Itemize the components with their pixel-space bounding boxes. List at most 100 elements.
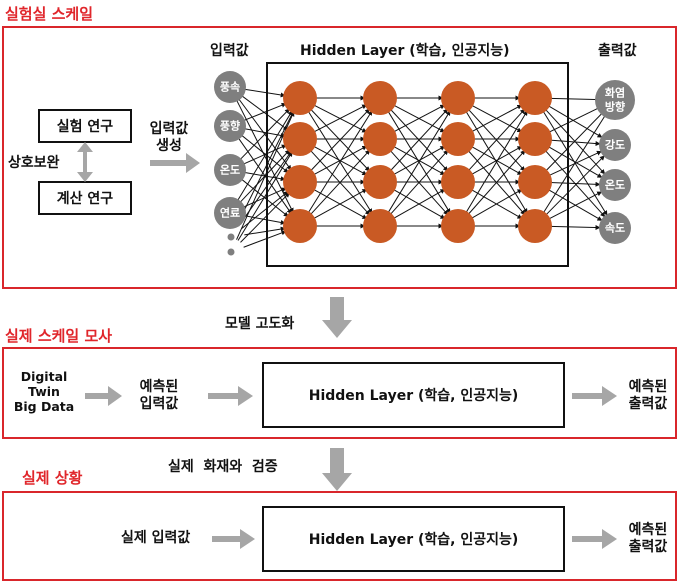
hidden-neuron (518, 209, 552, 243)
input-node (214, 197, 246, 229)
generate-input-arrow (150, 153, 200, 173)
input-node (214, 71, 246, 103)
predicted-input-label: 예측된 입력값 (124, 379, 194, 413)
predicted-to-hidden-arrow (208, 386, 253, 406)
edge-hidden-output (549, 97, 601, 103)
edge-input-hidden (243, 127, 286, 138)
output-node-label: 온도 (605, 179, 625, 192)
edge-hidden-hidden (387, 110, 451, 214)
hidden-neuron (283, 209, 317, 243)
edge-input-hidden (238, 150, 292, 227)
edge-hidden-output (549, 139, 601, 147)
source-to-predicted-arrow (85, 386, 122, 406)
generate-input-label: 입력값 생성 (140, 121, 198, 155)
edge-hidden-output (542, 112, 608, 214)
predicted-input-line1: 예측된 (139, 379, 179, 395)
source-line2: Twin (28, 384, 60, 399)
input-node (214, 110, 246, 142)
input-node-label: 풍속 (220, 81, 240, 94)
hidden-neuron (441, 209, 475, 243)
complement-label: 상호보완 (8, 155, 60, 171)
hidden-neuron (518, 122, 552, 156)
section-title-lab: 실험실 스케일 (5, 5, 94, 23)
transition-arrow-1 (322, 297, 352, 338)
hidden-to-output-arrow-3 (572, 529, 617, 549)
predicted-output-3-line1: 예측된 (628, 522, 668, 538)
predicted-output-3-line2: 출력값 (628, 539, 668, 555)
output-header: 출력값 (598, 43, 637, 59)
real-input-label: 실제 입력값 (121, 530, 191, 546)
section-frame-lab (2, 26, 677, 289)
output-node-label: 강도 (605, 138, 625, 152)
hidden-neuron (363, 81, 397, 115)
input-node-label: 연료 (220, 206, 240, 220)
edge-input-hidden (242, 144, 287, 165)
input-node-label: 풍향 (220, 119, 240, 133)
input-to-hidden-arrow-3 (212, 529, 255, 549)
edge-hidden-hidden (309, 149, 371, 216)
transition-arrow-2 (322, 448, 352, 491)
input-header: 입력값 (210, 43, 249, 59)
edge-input-hidden (236, 110, 293, 202)
section-frame-real (2, 491, 677, 581)
edge-hidden-hidden (307, 110, 373, 214)
edge-input-hidden (243, 171, 286, 182)
experiment-research-box: 실험 연구 (38, 109, 132, 143)
edge-hidden-output (545, 110, 605, 172)
edge-input-hidden (236, 110, 294, 226)
edge-hidden-output (547, 146, 603, 178)
edge-input-hidden (240, 192, 290, 243)
predicted-output-label-3: 예측된 출력값 (620, 522, 676, 556)
edge-input-hidden (237, 136, 292, 215)
hidden-neuron (363, 209, 397, 243)
input-node-label: 온도 (220, 164, 240, 177)
hidden-layer-header: Hidden Layer (학습, 인공지능) (300, 43, 510, 59)
hidden-neuron (441, 122, 475, 156)
edge-hidden-output (547, 105, 603, 138)
edge-hidden-hidden (470, 189, 523, 219)
predicted-output-2-line2: 출력값 (628, 396, 668, 412)
output-node (599, 212, 631, 244)
output-node-label: 화염 (605, 86, 625, 100)
hidden-neuron (363, 122, 397, 156)
edge-hidden-hidden (465, 110, 528, 214)
input-ellipsis-dot (227, 248, 235, 256)
hidden-neuron (441, 165, 475, 199)
edge-input-hidden (239, 108, 290, 161)
hidden-neuron (283, 122, 317, 156)
output-node (595, 80, 635, 120)
hidden-layer-box-3: Hidden Layer (학습, 인공지능) (262, 506, 565, 572)
edge-hidden-output (548, 191, 603, 220)
hidden-neuron (441, 81, 475, 115)
predicted-output-2-line1: 예측된 (628, 379, 668, 395)
source-line1: Digital (20, 369, 68, 384)
hidden-neuron (518, 81, 552, 115)
edge-hidden-hidden (309, 108, 371, 172)
edge-hidden-hidden (471, 104, 523, 133)
predicted-input-line2: 입력값 (139, 396, 179, 412)
digital-twin-big-data: Digital Twin Big Data (8, 369, 80, 414)
edge-hidden-output (549, 181, 601, 187)
hidden-neuron (518, 165, 552, 199)
transition-label-2: 실제 화재와 검증 (168, 459, 278, 475)
section-title-real-sim: 실제 스케일 모사 (5, 327, 113, 345)
edge-input-hidden (243, 214, 286, 225)
section-title-real: 실제 상황 (22, 469, 83, 487)
hidden-to-output-arrow-2 (572, 386, 617, 406)
edge-hidden-hidden (392, 145, 446, 176)
complement-arrow-down (77, 172, 93, 182)
output-node-label: 방향 (605, 100, 625, 114)
transition-label-1: 모델 고도화 (225, 316, 295, 332)
edge-hidden-hidden (389, 108, 449, 172)
section-frame-real-sim (2, 347, 677, 439)
edge-hidden-hidden (312, 188, 368, 220)
edge-hidden-hidden (467, 149, 526, 216)
output-node (599, 129, 631, 161)
generate-input-line2: 생성 (156, 138, 182, 154)
hidden-neuron (283, 81, 317, 115)
output-node (599, 169, 631, 201)
source-line3: Big Data (13, 399, 75, 414)
edge-hidden-hidden (470, 145, 523, 176)
edge-hidden-hidden (393, 104, 446, 133)
edge-hidden-hidden (389, 149, 449, 216)
